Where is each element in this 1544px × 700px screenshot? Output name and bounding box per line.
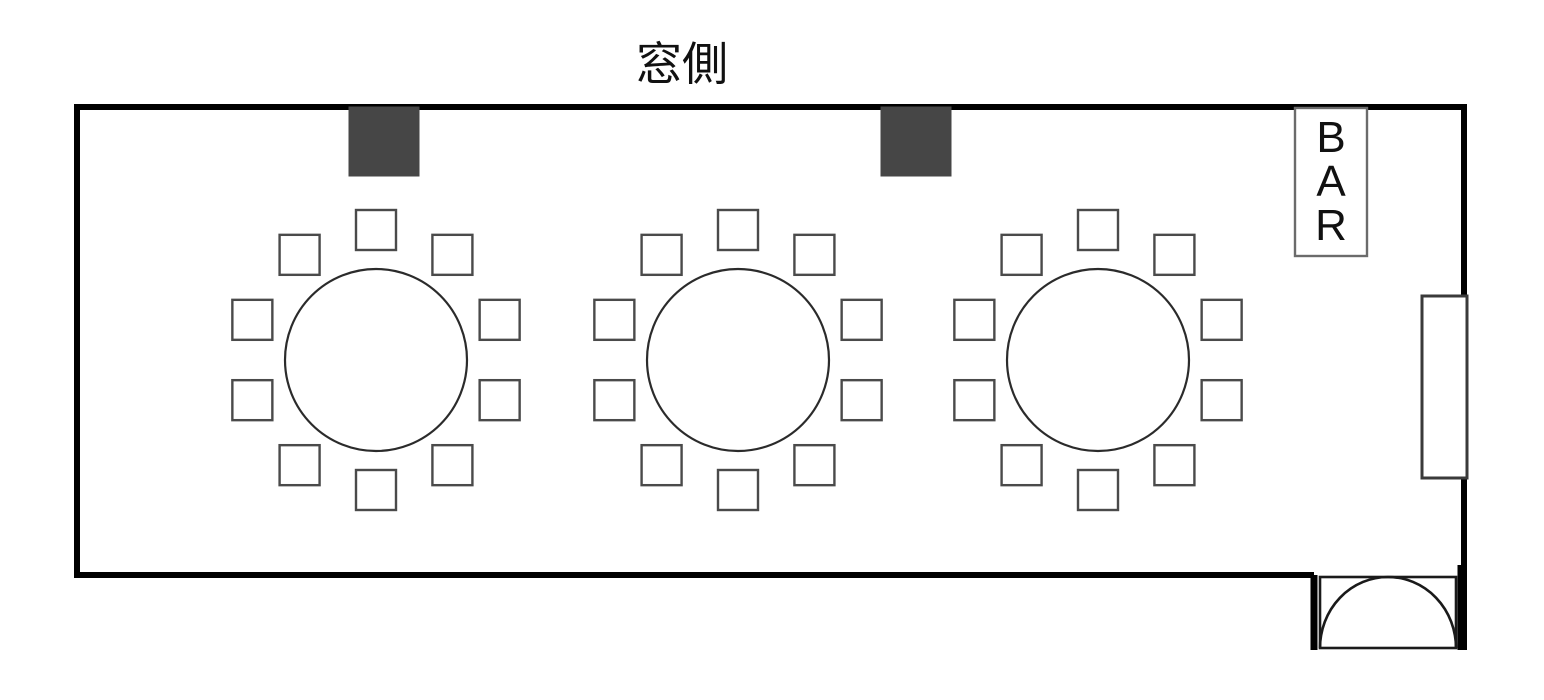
sideboard[interactable] <box>1420 294 1469 480</box>
chair[interactable] <box>231 378 274 422</box>
chair[interactable] <box>716 468 760 512</box>
round-table[interactable] <box>645 267 831 453</box>
table-2 <box>593 208 883 512</box>
chair[interactable] <box>593 378 636 422</box>
page-title: 窓側 <box>636 37 728 91</box>
chair[interactable] <box>640 233 683 277</box>
chair[interactable] <box>1153 443 1196 487</box>
chair[interactable] <box>478 378 521 422</box>
chair[interactable] <box>278 233 321 277</box>
chair[interactable] <box>1000 443 1043 487</box>
bar-counter-box[interactable] <box>1293 106 1369 258</box>
door-swing-arc-right <box>1387 575 1458 649</box>
sideboard-box[interactable] <box>1420 294 1469 480</box>
chair[interactable] <box>593 298 636 342</box>
entrance-door[interactable] <box>1310 565 1465 650</box>
chair[interactable] <box>840 378 883 422</box>
chair[interactable] <box>354 208 398 252</box>
chair[interactable] <box>431 233 474 277</box>
round-table[interactable] <box>283 267 469 453</box>
chair[interactable] <box>953 298 996 342</box>
chair[interactable] <box>640 443 683 487</box>
chair[interactable] <box>1200 298 1243 342</box>
chair[interactable] <box>953 378 996 422</box>
bar-label-letter: R <box>1315 201 1347 250</box>
door-swing-arc-left <box>1318 575 1389 649</box>
chair[interactable] <box>793 233 836 277</box>
chair[interactable] <box>1076 468 1120 512</box>
chair[interactable] <box>278 443 321 487</box>
chair[interactable] <box>1076 208 1120 252</box>
chair[interactable] <box>1200 378 1243 422</box>
chair[interactable] <box>478 298 521 342</box>
table-3 <box>953 208 1243 512</box>
banquet-tables-group <box>231 208 1243 512</box>
pillar-1 <box>348 106 420 177</box>
chair[interactable] <box>354 468 398 512</box>
round-table[interactable] <box>1005 267 1191 453</box>
chair[interactable] <box>1000 233 1043 277</box>
chair[interactable] <box>840 298 883 342</box>
door-opening[interactable] <box>1318 575 1458 650</box>
bar-counter[interactable]: BAR <box>1293 106 1369 258</box>
chair[interactable] <box>1153 233 1196 277</box>
bar-label-letter: A <box>1316 157 1346 206</box>
table-1 <box>231 208 521 512</box>
chair[interactable] <box>793 443 836 487</box>
pillar-2 <box>880 106 952 177</box>
pillars-group <box>348 106 952 177</box>
chair[interactable] <box>231 298 274 342</box>
bar-label-letter: B <box>1316 113 1345 162</box>
chair[interactable] <box>431 443 474 487</box>
chair[interactable] <box>716 208 760 252</box>
